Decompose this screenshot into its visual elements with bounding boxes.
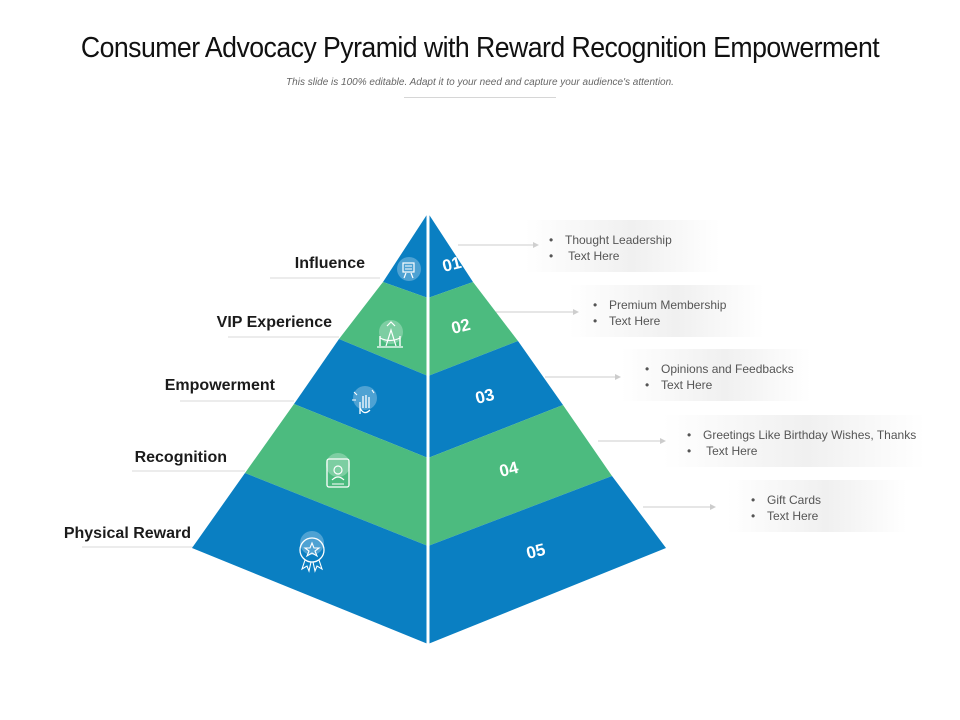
pyramid-level-2-left	[339, 282, 428, 376]
note-item: • Text Here	[687, 444, 758, 458]
pyramid-level-3-right	[428, 341, 563, 458]
level-number-5: 05	[524, 540, 547, 563]
note-item: •Gift Cards	[751, 493, 822, 507]
level-label-3: Empowerment	[165, 377, 276, 394]
level-number-4: 04	[497, 458, 520, 481]
pyramid-level-4-left	[245, 404, 428, 546]
note-item: • Text Here	[549, 249, 620, 263]
note-item: •Text Here	[645, 378, 713, 392]
subtitle-divider	[404, 97, 556, 98]
note-level-4: •Greetings Like Birthday Wishes, Thanks …	[663, 415, 925, 467]
level-label-5: Physical Reward	[64, 525, 191, 542]
pyramid-level-5[interactable]	[192, 473, 666, 644]
note-level-3: •Opinions and Feedbacks •Text Here	[621, 349, 811, 401]
pyramid-level-1-left	[383, 213, 428, 298]
level-label-4: Recognition	[135, 449, 227, 466]
pyramid-level-3[interactable]	[294, 339, 563, 458]
pyramid-level-4[interactable]	[245, 404, 612, 546]
pyramid-level-3-left	[294, 339, 428, 458]
label-lines	[82, 277, 380, 548]
pyramid-level-1[interactable]	[383, 213, 473, 298]
note-item: •Thought Leadership	[549, 233, 672, 247]
note-item: •Text Here	[751, 509, 819, 523]
level-number-2: 02	[449, 315, 472, 338]
star-medal-icon	[299, 531, 325, 573]
page-subtitle: This slide is 100% editable. Adapt it to…	[286, 77, 674, 88]
note-level-1: •Thought Leadership • Text Here	[525, 220, 720, 272]
connector-arrow-3	[615, 374, 621, 380]
pyramid-level-5-right	[428, 476, 666, 644]
note-item: •Greetings Like Birthday Wishes, Thanks	[687, 428, 917, 442]
pyramid-level-4-right	[428, 405, 612, 546]
red-carpet-icon	[377, 320, 403, 348]
id-badge-icon	[326, 453, 350, 488]
page-title: Consumer Advocacy Pyramid with Reward Re…	[80, 32, 880, 64]
pyramid-level-1-right	[428, 213, 473, 298]
note-item: •Text Here	[593, 314, 661, 328]
pyramid-level-2[interactable]	[339, 282, 518, 376]
level-label-2: VIP Experience	[217, 314, 332, 331]
connector-arrow-5	[710, 504, 716, 510]
note-item: •Opinions and Feedbacks	[645, 362, 794, 376]
pyramid-level-5-left	[192, 473, 428, 644]
level-number-3: 03	[473, 385, 496, 408]
note-level-2: •Premium Membership •Text Here	[569, 285, 764, 337]
pyramid-level-2-right	[428, 282, 518, 376]
level-label-1: Influence	[295, 255, 365, 272]
certificate-icon	[397, 257, 421, 281]
note-item: •Premium Membership	[593, 298, 727, 312]
level-number-1: 01	[440, 253, 463, 276]
note-level-5: •Gift Cards •Text Here	[727, 480, 907, 532]
raised-hand-icon	[352, 386, 377, 414]
